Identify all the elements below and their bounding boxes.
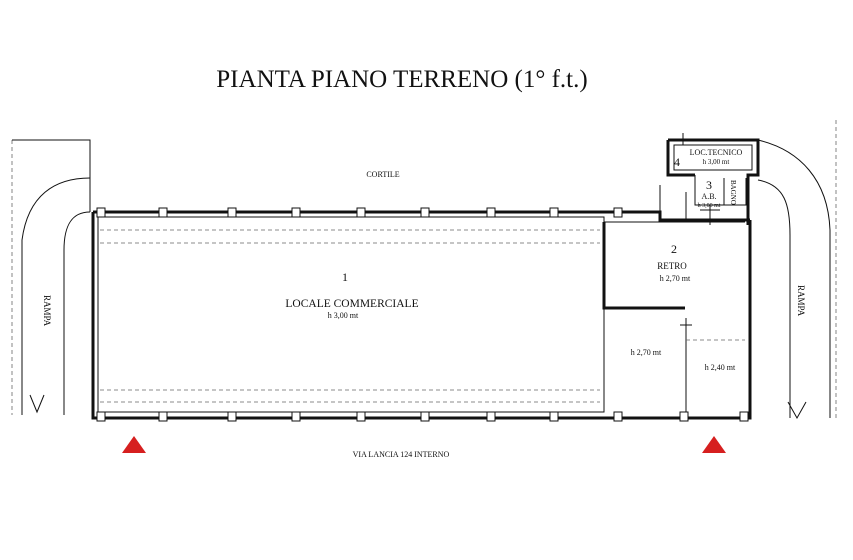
room-main: 1 LOCALE COMMERCIALE h 3,00 mt <box>285 270 418 320</box>
room-ab-name: A.B. <box>701 192 716 201</box>
pillar <box>613 207 623 218</box>
pillar <box>486 411 496 422</box>
pillar <box>291 207 301 218</box>
courtyard-label: CORTILE <box>366 170 399 179</box>
pillar <box>227 207 237 218</box>
pillars <box>96 207 749 422</box>
room-retro-height: h 2,70 mt <box>660 274 691 283</box>
ramp-right: RAMPA <box>757 120 837 420</box>
room-main-number: 1 <box>342 270 348 284</box>
pillar <box>158 207 168 218</box>
ramp-right-label: RAMPA <box>796 285 806 317</box>
room-ab-number: 3 <box>706 178 712 192</box>
room-main-height: h 3,00 mt <box>328 311 359 320</box>
pillar <box>739 411 749 422</box>
pillar <box>549 411 559 422</box>
room-bagno-name: BAGNO <box>729 180 737 205</box>
pillar <box>96 207 106 218</box>
pillar <box>158 411 168 422</box>
room-ab: 3 A.B. h 3,00 mt <box>698 178 721 209</box>
entrance-marker-right <box>702 436 726 453</box>
pillar <box>291 411 301 422</box>
room-main-name: LOCALE COMMERCIALE <box>285 298 418 310</box>
pillar <box>420 411 430 422</box>
room-ab-height: h 3,00 mt <box>698 203 721 209</box>
building-walls <box>91 185 752 420</box>
room-tecnico-height: h 3,00 mt <box>703 158 730 166</box>
room-retro-name: RETRO <box>657 261 687 271</box>
room-tecnico: 4 LOC.TECNICO h 3,00 mt <box>674 148 743 169</box>
room-retro-number: 2 <box>671 242 677 256</box>
pillar <box>420 207 430 218</box>
pillar <box>679 411 689 422</box>
pillar <box>549 207 559 218</box>
pillar <box>227 411 237 422</box>
room-tecnico-name: LOC.TECNICO <box>690 148 743 157</box>
pillar <box>96 411 106 422</box>
ramp-left: RAMPA <box>11 139 91 415</box>
room-retro: 2 RETRO h 2,70 mt <box>657 242 691 283</box>
plan-title: PIANTA PIANO TERRENO (1° f.t.) <box>216 66 587 93</box>
room-small-height: h 2,40 mt <box>705 363 736 372</box>
service-block <box>666 133 760 225</box>
room-mid-height: h 2,70 mt <box>631 348 662 357</box>
entrance-marker-left <box>122 436 146 453</box>
room-tecnico-number: 4 <box>674 155 680 169</box>
ramp-left-label: RAMPA <box>42 295 52 327</box>
pillar <box>613 411 623 422</box>
pillar <box>356 411 366 422</box>
pillar <box>486 207 496 218</box>
pillar <box>356 207 366 218</box>
street-label: VIA LANCIA 124 INTERNO <box>353 450 450 459</box>
